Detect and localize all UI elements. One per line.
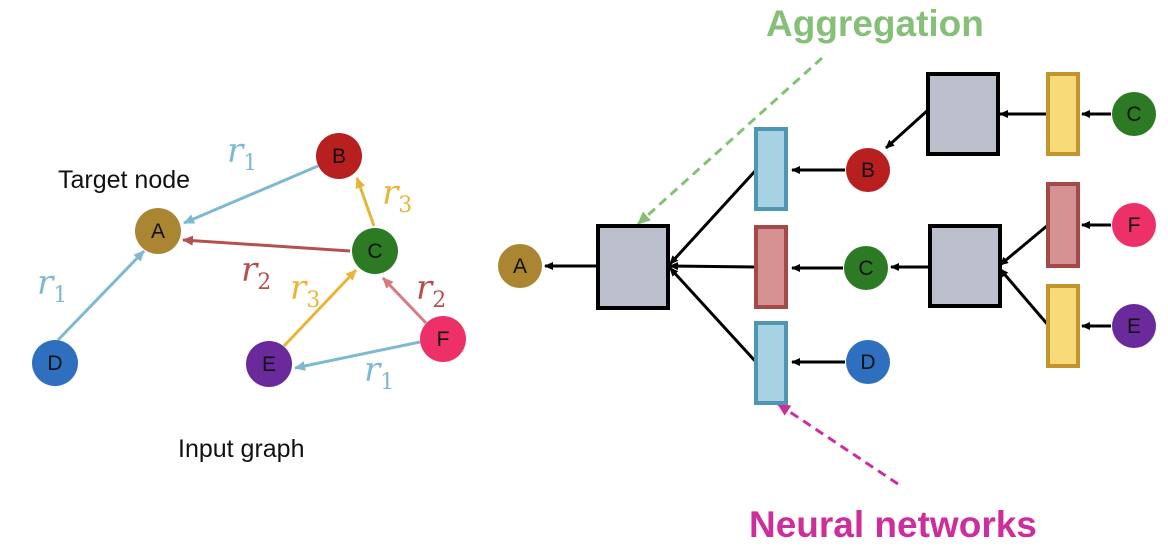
comp-node-e: E: [1112, 304, 1156, 348]
graph-node-c: C: [352, 228, 398, 274]
neural-network-c-top: [1046, 72, 1080, 156]
edge-f-to-e-r1: [294, 340, 421, 371]
relation-label-r2-right: r2: [416, 268, 446, 313]
relation-label-r1-bottom: r1: [364, 350, 394, 395]
input-graph: r1 r2 r3 r1 r3 r2 r1 Target node A B C D…: [32, 131, 466, 463]
edge-b-to-a-r1: [183, 164, 319, 225]
relation-label-r3-top: r3: [382, 173, 412, 218]
rel-sub: 1: [53, 283, 67, 308]
neural-network-f: [1046, 182, 1080, 268]
graph-node-d: D: [32, 340, 78, 386]
node-label: D: [860, 351, 875, 374]
relation-label-r3-bottom: r3: [290, 268, 320, 313]
graph-node-e: E: [246, 341, 292, 387]
aggregation-box-c: [928, 224, 1002, 308]
rel-main: r: [416, 268, 434, 308]
input-graph-caption: Input graph: [178, 435, 305, 463]
edge-nn-c-to-agg1: [669, 262, 757, 271]
comp-node-a: A: [498, 244, 542, 288]
neural-networks-callout-arrow: [777, 402, 899, 486]
rel-main: r: [364, 350, 382, 390]
aggregation-callout-arrow: [636, 56, 824, 226]
relation-label-r1-top: r1: [227, 131, 257, 176]
comp-node-c: C: [844, 246, 888, 290]
edge-nn-yellow-bottom-to-agg3: [998, 268, 1050, 326]
node-label: C: [1126, 103, 1141, 126]
edge-nn-b-to-agg1: [668, 168, 758, 266]
rel-sub: 2: [432, 288, 446, 313]
rel-main: r: [227, 131, 245, 171]
rel-sub: 1: [380, 370, 394, 395]
node-label: E: [262, 353, 276, 376]
comp-node-d: D: [846, 340, 890, 384]
rel-main: r: [241, 250, 259, 290]
comp-node-f: F: [1112, 203, 1156, 247]
comp-node-c-top: C: [1112, 92, 1156, 136]
edge-d-to-a-r1: [56, 249, 146, 342]
neural-network-d: [754, 321, 788, 405]
edge-e-to-c-r3: [282, 268, 358, 348]
edge-nn-red-to-agg3: [999, 223, 1049, 267]
graph-node-f: F: [420, 316, 466, 362]
node-label: A: [151, 220, 165, 243]
node-label: F: [1128, 214, 1141, 237]
target-node-label: Target node: [58, 166, 190, 194]
comp-node-b: B: [846, 148, 890, 192]
edge-c-to-b-r3: [355, 177, 376, 227]
neural-network-b: [754, 127, 788, 211]
aggregation-box-root: [596, 224, 670, 310]
rel-sub: 3: [398, 193, 412, 218]
node-label: A: [513, 255, 527, 278]
node-label: D: [47, 352, 62, 375]
rel-main: r: [382, 173, 400, 213]
rel-main: r: [290, 268, 308, 308]
edge-f-to-c-r2: [381, 276, 428, 325]
relation-label-r2-center: r2: [241, 250, 271, 295]
neural-network-e: [1046, 284, 1080, 368]
graph-node-b: B: [316, 133, 362, 179]
node-label: E: [1127, 315, 1141, 338]
rel-sub: 3: [306, 288, 320, 313]
graph-node-a: A: [135, 208, 181, 254]
rel-sub: 1: [243, 151, 257, 176]
computation-graph: Aggregation Neural networks: [498, 3, 1156, 545]
edge-agg2-to-b: [884, 108, 930, 150]
node-label: F: [437, 328, 450, 351]
node-label: C: [367, 240, 382, 263]
rel-sub: 2: [257, 270, 271, 295]
node-label: C: [858, 257, 873, 280]
aggregation-box-b: [926, 72, 1000, 156]
neural-networks-label: Neural networks: [749, 504, 1037, 545]
aggregation-label: Aggregation: [766, 3, 984, 44]
neural-network-c: [754, 225, 788, 309]
rel-main: r: [37, 263, 55, 303]
edge-nn-d-to-agg1: [668, 266, 758, 364]
node-label: B: [332, 145, 346, 168]
node-label: B: [861, 159, 875, 182]
edge-c-to-a-r2: [182, 235, 351, 253]
relation-label-r1-left: r1: [37, 263, 67, 308]
